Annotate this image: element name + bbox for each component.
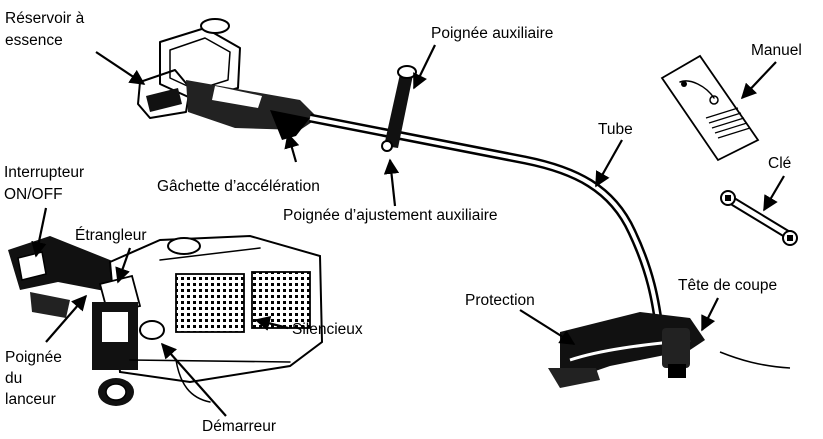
arrow-tete: [701, 297, 719, 332]
arrow-manuel: [740, 61, 777, 100]
label-tete-de-coupe: Tête de coupe: [678, 277, 777, 294]
arrow-poignee-ajust: [383, 158, 400, 207]
label-gachette: Gâchette d’accélération: [157, 178, 320, 195]
label-protection: Protection: [465, 292, 535, 309]
label-reservoir-line1: Réservoir à: [5, 10, 85, 27]
label-reservoir-line2: essence: [5, 32, 63, 49]
arrow-etrangleur: [115, 247, 132, 284]
label-demarreur: Démarreur: [202, 418, 276, 435]
arrow-interrupteur: [31, 207, 48, 258]
arrow-poignee-lanceur: [45, 294, 88, 343]
label-poignee-lanceur-line3: lanceur: [5, 391, 56, 408]
label-poignee-lanceur-line2: du: [5, 370, 22, 387]
label-poignee-auxiliaire: Poignée auxiliaire: [431, 25, 553, 42]
arrow-gachette: [284, 132, 300, 163]
label-interrupteur-line2: ON/OFF: [4, 186, 63, 203]
manual-illustration: [660, 54, 760, 162]
arrow-poignee-aux: [413, 44, 436, 90]
engine-closeup-illustration: [8, 234, 324, 406]
label-silencieux: Silencieux: [292, 321, 363, 338]
label-poignee-ajustement: Poignée d’ajustement auxiliaire: [283, 207, 498, 224]
label-poignee-lanceur-line1: Poignée: [5, 349, 62, 366]
arrow-demarreur: [160, 342, 227, 417]
label-manuel: Manuel: [751, 42, 802, 59]
labels: Réservoir à essence Poignée auxiliaire M…: [4, 10, 802, 435]
arrow-tube: [595, 139, 623, 188]
label-etrangleur: Étrangleur: [75, 227, 147, 244]
label-interrupteur-line1: Interrupteur: [4, 164, 84, 181]
arrow-reservoir: [95, 51, 146, 85]
wrench-illustration: [720, 190, 798, 246]
arrow-silencieux: [254, 315, 289, 331]
label-cle: Clé: [768, 155, 791, 172]
callout-arrows: [31, 44, 785, 417]
label-tube: Tube: [598, 121, 633, 138]
arrow-cle: [763, 175, 785, 212]
trimmer-illustration: [137, 18, 791, 388]
arrow-protection: [519, 309, 576, 345]
